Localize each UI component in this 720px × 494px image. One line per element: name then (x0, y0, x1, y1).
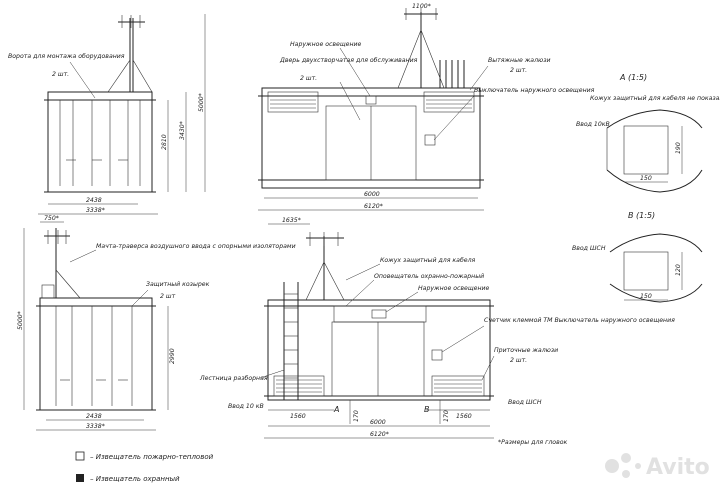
dim-2810: 2810 (161, 134, 168, 150)
dim-1560-left: 1560 (290, 413, 306, 420)
dim-6120-bot: 6120* (370, 431, 389, 438)
end-view-bottom-dims (23, 221, 169, 431)
dim-3430: 3430* (179, 121, 186, 140)
legend-fire-text: – Извещатель пожарно-тепловой (90, 453, 214, 461)
end-view-top-dims (38, 14, 206, 215)
dim-b-150: 150 (640, 293, 652, 300)
dim-170-b: 170 (443, 410, 450, 422)
mast-label: Мачта-траверса воздушного ввода с опорны… (96, 243, 296, 250)
avito-logo-text: Avito (646, 455, 710, 480)
dim-2438-bot: 2438 (86, 413, 102, 420)
intake-louvers-label: Приточные жалюзи (494, 347, 558, 354)
meter-switch-label: Счетчик клеммой ТМ Выключатель наружного… (484, 317, 675, 324)
dim-6000-bot: 6000 (370, 419, 386, 426)
ladder-label: Лестница разборная (199, 374, 268, 382)
section-a-title: A (1:5) (619, 73, 647, 82)
dim-1635: 1635* (282, 217, 301, 224)
exhaust-louvers-label: Вытяжные жалюзи (488, 57, 551, 64)
dim-1560-right: 1560 (456, 413, 472, 420)
input-10kv-label: Ввод 10 кВ (228, 403, 264, 410)
input-shn-label: Ввод ШСН (508, 399, 542, 406)
intake-louvers-qty: 2 шт. (510, 357, 527, 364)
dim-b-120: 120 (675, 264, 682, 276)
end-view-bottom (36, 228, 156, 411)
service-door-qty: 2 шт. (300, 75, 317, 82)
exhaust-louvers-qty: 2 шт. (510, 67, 527, 74)
dim-3338-top: 3338* (86, 207, 105, 214)
dim-5000b: 5000* (17, 311, 24, 330)
marker-a: A (333, 405, 339, 414)
service-door-label: Дверь двухстворчатая для обслуживания (279, 56, 418, 64)
section-a (606, 109, 703, 193)
canopy-label: Защитный козырек (146, 281, 210, 288)
section-b-input: Ввод ШСН (572, 245, 606, 252)
legend-guard-text: – Извещатель охранный (90, 475, 180, 483)
glazing-note: *Размеры для гловок (498, 439, 568, 446)
front-view-bottom (264, 232, 494, 401)
light-switch-label: Выключатель наружного освещения (474, 87, 595, 94)
section-a-note: Кожух защитный для кабеля не показан (590, 94, 720, 102)
dim-a-190: 190 (675, 142, 682, 154)
dim-6000-top: 6000 (364, 191, 380, 198)
ins-dim-top: 1100* (412, 3, 431, 10)
dim-2438-top: 2438 (86, 197, 102, 204)
section-b-title: B (1:5) (628, 211, 655, 220)
avito-watermark: Avito (605, 453, 710, 480)
dim-3338-bot: 3338* (86, 423, 105, 430)
front-view-bottom-dims (264, 223, 494, 439)
dim-2990: 2990 (169, 348, 176, 364)
front-view-top (258, 8, 484, 189)
section-a-input: Ввод 10кВ (576, 121, 610, 128)
gate-qty: 2 шт. (52, 71, 69, 78)
legend-fire-symbol (75, 451, 85, 461)
marker-b: B (424, 405, 430, 414)
outdoor-light-label: Наружное освещение (290, 41, 362, 48)
outdoor-light-2-label: Наружное освещение (418, 285, 490, 292)
dim-5000: 5000* (198, 93, 205, 112)
section-b (609, 233, 703, 303)
dim-6120-top: 6120* (364, 203, 383, 210)
front-view-top-dims (258, 197, 484, 211)
fire-detector-label: Оповещатель охранно-пожарный (374, 273, 484, 280)
gate-label: Ворота для монтажа оборудования (8, 52, 125, 60)
canopy-qty: 2 шт (160, 293, 176, 300)
dim-a-150: 150 (640, 175, 652, 182)
cable-cover-label: Кожух защитный для кабеля (380, 256, 476, 264)
legend-guard-symbol (76, 474, 84, 482)
dim-170-a: 170 (353, 410, 360, 422)
end-view-top (44, 15, 156, 193)
dim-750: 750* (44, 215, 59, 222)
